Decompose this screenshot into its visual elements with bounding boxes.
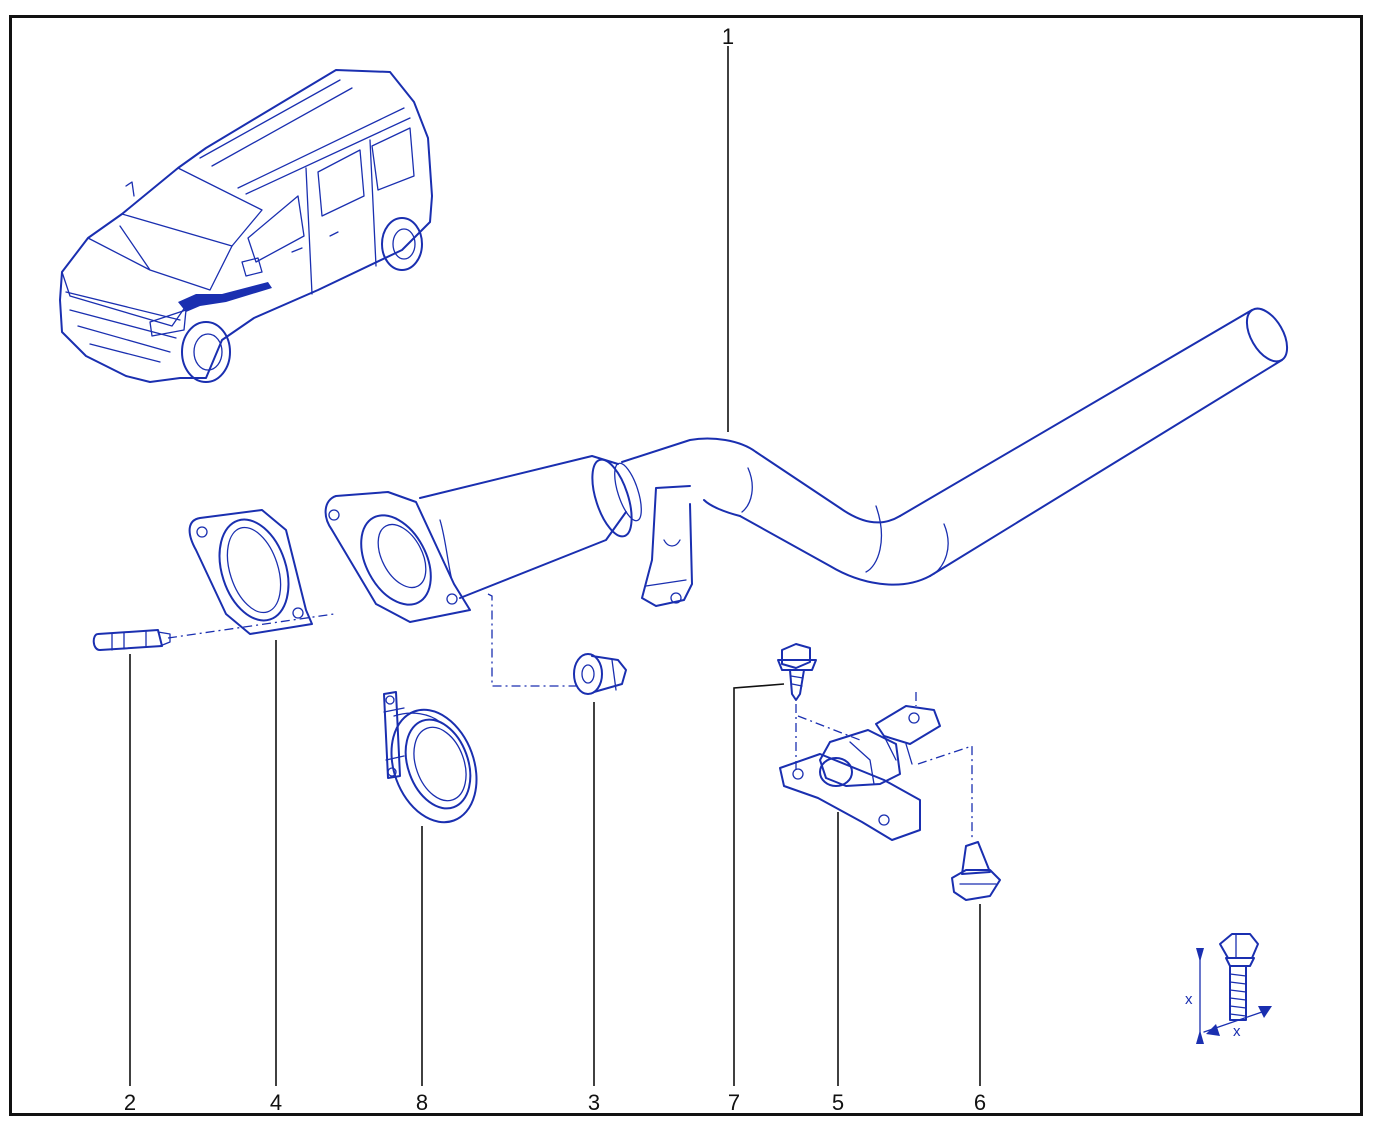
callout-5: 5 [831, 1090, 845, 1115]
vehicle-locator-icon [59, 69, 433, 383]
leader-lines [129, 46, 981, 1086]
bolt-dimension-icon [1196, 933, 1272, 1044]
assembly-lines [167, 593, 973, 840]
callout-7: 7 [727, 1090, 741, 1115]
callout-1: 1 [721, 24, 735, 49]
v-band-clamp [383, 691, 478, 824]
rubber-mounting-bracket [779, 705, 941, 841]
callout-4: 4 [269, 1090, 283, 1115]
mounting-bolt [777, 643, 817, 701]
diagram-frame [9, 15, 1363, 1116]
callout-3: 3 [587, 1090, 601, 1115]
flange-gasket [188, 509, 313, 635]
callout-6: 6 [973, 1090, 987, 1115]
push-nut [951, 841, 1001, 901]
stud-bolt [92, 629, 171, 651]
callout-8: 8 [415, 1090, 429, 1115]
callout-2: 2 [123, 1090, 137, 1115]
exhaust-front-pipe [324, 307, 1289, 623]
dimension-label-horizontal: x [1233, 1023, 1241, 1040]
dimension-label-vertical: x [1185, 991, 1193, 1008]
flange-nut [573, 653, 627, 695]
